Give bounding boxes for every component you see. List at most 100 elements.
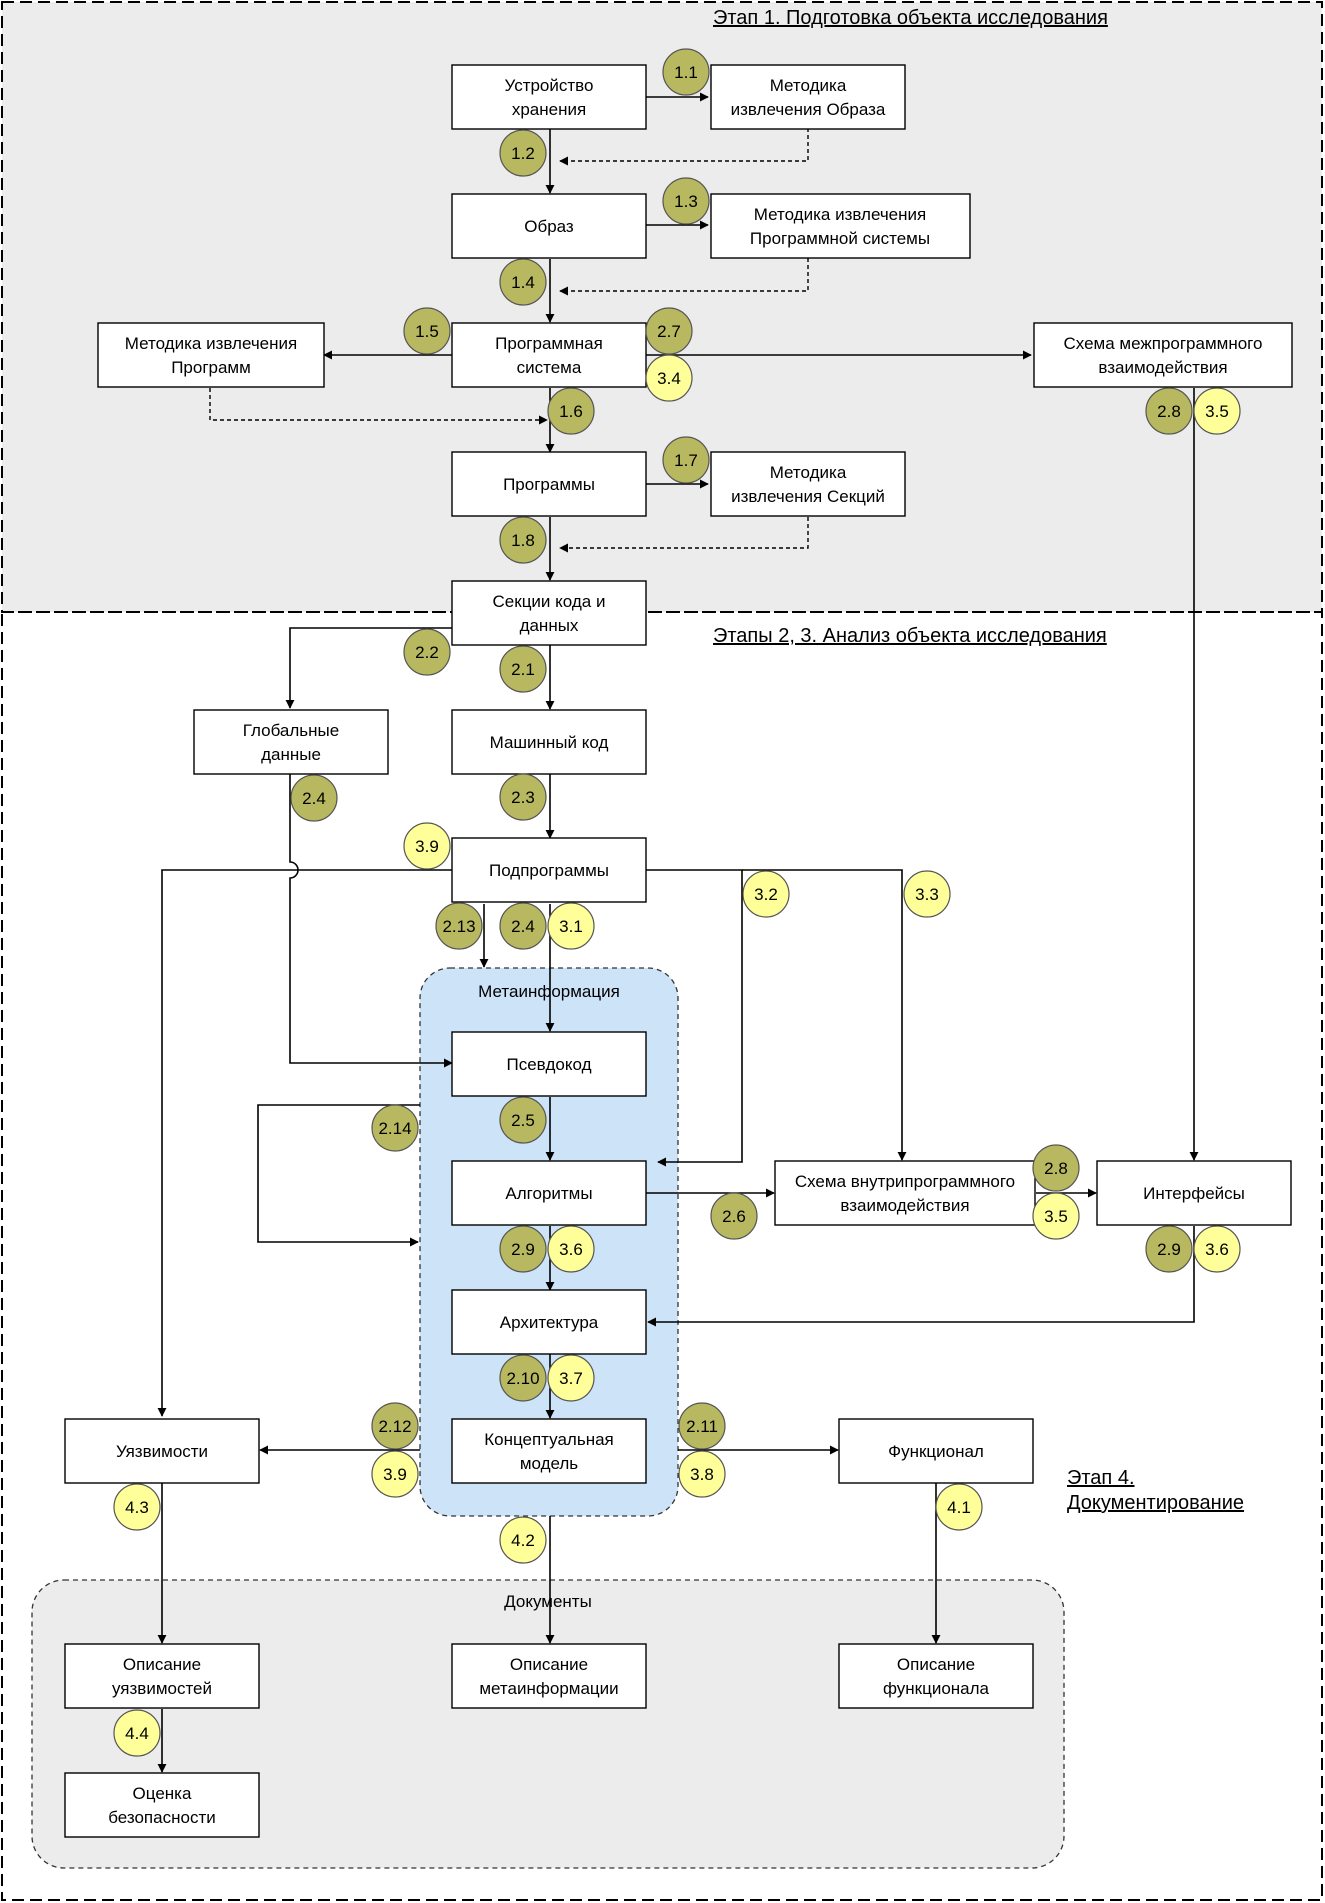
- metainfo-label: Метаинформация: [478, 982, 620, 1001]
- step-badge: 2.3: [499, 773, 547, 821]
- box-image-extraction-method: Методика извлечения Образа: [710, 64, 906, 130]
- svg-text:Программная: Программная: [495, 334, 603, 353]
- svg-text:2.2: 2.2: [415, 643, 439, 662]
- step-badge: 2.6: [710, 1192, 758, 1240]
- svg-text:Архитектура: Архитектура: [500, 1313, 599, 1332]
- svg-text:Описание: Описание: [897, 1655, 975, 1674]
- step-badge: 3.1: [547, 902, 595, 950]
- svg-text:модель: модель: [520, 1454, 578, 1473]
- box-vulnerabilities: Уязвимости: [64, 1418, 260, 1484]
- step-badge: 3.4: [645, 354, 693, 402]
- svg-text:1.1: 1.1: [674, 63, 698, 82]
- step-badge: 4.2: [499, 1516, 547, 1564]
- step-badge: 3.7: [547, 1354, 595, 1402]
- svg-text:3.1: 3.1: [559, 917, 583, 936]
- svg-text:3.5: 3.5: [1205, 402, 1229, 421]
- box-pseudocode: Псевдокод: [451, 1031, 647, 1097]
- documents-label: Документы: [504, 1592, 592, 1611]
- svg-text:функционала: функционала: [883, 1679, 990, 1698]
- solid-connectors: [157, 92, 1199, 1773]
- svg-text:3.9: 3.9: [383, 1465, 407, 1484]
- step-badge: 3.8: [678, 1450, 726, 1498]
- step-badge: 3.5: [1032, 1192, 1080, 1240]
- svg-text:2.4: 2.4: [302, 789, 326, 808]
- svg-text:Программы: Программы: [503, 475, 595, 494]
- box-machine-code: Машинный код: [451, 709, 647, 775]
- svg-text:1.3: 1.3: [674, 192, 698, 211]
- svg-text:Методика: Методика: [770, 463, 847, 482]
- svg-text:Подпрограммы: Подпрограммы: [489, 861, 609, 880]
- svg-text:система: система: [517, 358, 582, 377]
- box-functionality: Функционал: [838, 1418, 1034, 1484]
- stage1-frame: [1, 1, 1323, 613]
- step-badge: 4.3: [113, 1483, 161, 1531]
- stage1-title: Этап 1. Подготовка объекта исследования: [713, 7, 1108, 29]
- svg-text:данные: данные: [261, 745, 321, 764]
- svg-text:2.6: 2.6: [722, 1207, 746, 1226]
- step-badge: 1.4: [499, 258, 547, 306]
- stage23-title: Этапы 2, 3. Анализ объекта исследования: [713, 625, 1107, 647]
- step-badge: 1.8: [499, 516, 547, 564]
- svg-text:Машинный код: Машинный код: [490, 733, 609, 752]
- svg-text:3.7: 3.7: [559, 1369, 583, 1388]
- box-vulnerabilities-description: Описание уязвимостей: [64, 1643, 260, 1709]
- svg-text:2.13: 2.13: [442, 917, 475, 936]
- svg-text:3.3: 3.3: [915, 885, 939, 904]
- step-badge: 2.2: [403, 628, 451, 676]
- step-badge: 2.14: [371, 1104, 419, 1152]
- svg-text:извлечения Секций: извлечения Секций: [731, 487, 885, 506]
- svg-text:4.3: 4.3: [125, 1498, 149, 1517]
- step-badge: 2.4: [499, 902, 547, 950]
- stage4-title-line1: Этап 4.: [1067, 1467, 1135, 1489]
- step-badge: 1.5: [403, 307, 451, 355]
- svg-text:взаимодействия: взаимодействия: [1098, 358, 1227, 377]
- svg-text:Описание: Описание: [123, 1655, 201, 1674]
- step-badge: 2.8: [1032, 1144, 1080, 1192]
- box-image: Образ: [451, 193, 647, 259]
- svg-text:2.3: 2.3: [511, 788, 535, 807]
- svg-text:извлечения Образа: извлечения Образа: [731, 100, 886, 119]
- box-algorithms: Алгоритмы: [451, 1160, 647, 1226]
- svg-text:3.6: 3.6: [559, 1240, 583, 1259]
- svg-text:Устройство: Устройство: [505, 76, 594, 95]
- svg-text:Методика извлечения: Методика извлечения: [125, 334, 297, 353]
- step-badge: 3.2: [742, 870, 790, 918]
- svg-text:2.9: 2.9: [511, 1240, 535, 1259]
- step-badge: 4.1: [935, 1483, 983, 1531]
- svg-text:Секции кода и: Секции кода и: [493, 592, 606, 611]
- svg-text:3.4: 3.4: [657, 369, 681, 388]
- svg-text:Образ: Образ: [524, 217, 574, 236]
- svg-text:Оценка: Оценка: [133, 1784, 192, 1803]
- step-badge: 2.9: [499, 1225, 547, 1273]
- svg-text:1.7: 1.7: [674, 451, 698, 470]
- svg-text:уязвимостей: уязвимостей: [112, 1679, 212, 1698]
- step-badge: 1.6: [547, 387, 595, 435]
- svg-text:2.12: 2.12: [378, 1417, 411, 1436]
- box-subprograms: Подпрограммы: [451, 837, 647, 903]
- svg-text:Методика извлечения: Методика извлечения: [754, 205, 926, 224]
- svg-text:Описание: Описание: [510, 1655, 588, 1674]
- svg-text:3.5: 3.5: [1044, 1207, 1068, 1226]
- step-badge: 2.10: [499, 1354, 547, 1402]
- svg-text:4.4: 4.4: [125, 1724, 149, 1743]
- step-badge: 3.9: [371, 1450, 419, 1498]
- svg-text:Интерфейсы: Интерфейсы: [1143, 1184, 1245, 1203]
- svg-text:Методика: Методика: [770, 76, 847, 95]
- step-badge: 2.9: [1145, 1225, 1193, 1273]
- step-badge: 2.12: [371, 1402, 419, 1450]
- step-badge: 1.3: [662, 177, 710, 225]
- svg-text:1.5: 1.5: [415, 322, 439, 341]
- step-badge: 2.7: [645, 307, 693, 355]
- stage23-frame: [1, 611, 1323, 1901]
- stage4-title-line2: Документирование: [1067, 1492, 1244, 1514]
